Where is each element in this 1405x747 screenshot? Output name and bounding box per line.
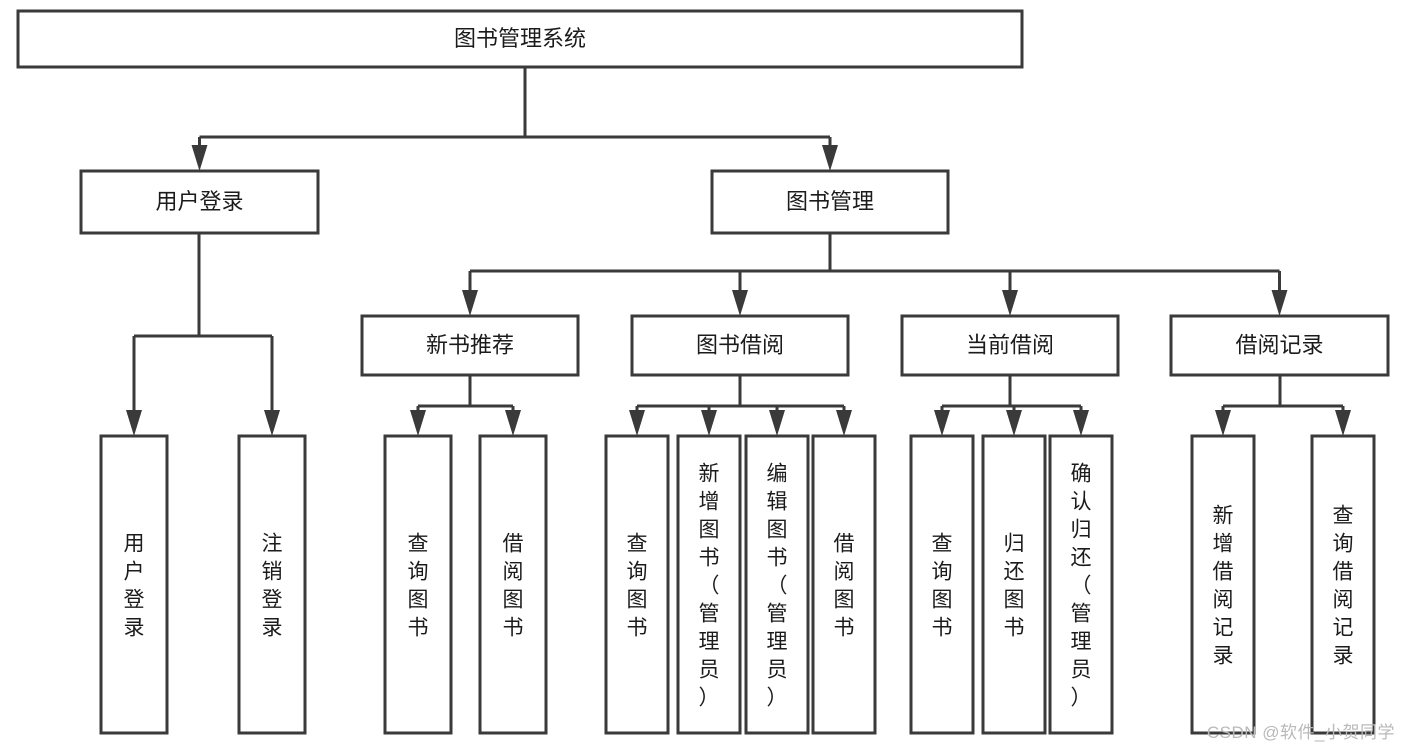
node-leaf-return-book[interactable]: 归还图书 [981,434,1047,735]
node-label-current-borrow: 当前借阅 [966,332,1054,357]
node-box-root[interactable] [16,9,1024,69]
connector-group-root [191,67,838,171]
node-box-leaf-borrow-book-1[interactable] [478,434,548,735]
node-box-borrow-record[interactable] [1169,314,1390,377]
node-leaf-borrow-book-2[interactable]: 借阅图书 [811,434,877,735]
node-leaf-add-book[interactable]: 新增图书（管理员） [676,434,742,735]
node-root[interactable]: 图书管理系统 [16,9,1024,69]
node-box-current-borrow[interactable] [900,314,1120,377]
watermark-label: CSDN @软件_小贺同学 [1206,723,1395,742]
node-box-leaf-logout[interactable] [237,434,307,735]
connector-group-user-login [126,233,280,436]
node-leaf-edit-book[interactable]: 编辑图书（管理员） [744,434,810,735]
node-leaf-query-book-2[interactable]: 查询图书 [604,434,670,735]
node-leaf-borrow-book-1[interactable]: 借阅图书 [478,434,548,735]
connector-group-new-book-rec [410,375,521,436]
connector-group-book-borrow [629,375,852,436]
node-borrow-record[interactable]: 借阅记录 [1169,314,1390,377]
node-leaf-query-book-1[interactable]: 查询图书 [383,434,453,735]
node-leaf-query-book-3[interactable]: 查询图书 [909,434,975,735]
node-label-leaf-add-book: 新增图书（管理员） [699,462,720,709]
node-label-leaf-add-record: 新增借阅记录 [1213,504,1234,667]
node-box-leaf-edit-book[interactable] [744,434,810,735]
connector-group-book-manage [462,233,1288,316]
node-leaf-query-record[interactable]: 查询借阅记录 [1310,434,1376,735]
node-label-leaf-borrow-book-2: 借阅图书 [834,532,855,639]
node-new-book-rec[interactable]: 新书推荐 [360,314,580,377]
node-label-new-book-rec: 新书推荐 [426,332,514,357]
node-box-leaf-query-book-1[interactable] [383,434,453,735]
node-box-leaf-borrow-book-2[interactable] [811,434,877,735]
node-box-leaf-confirm-return[interactable] [1048,434,1114,735]
node-label-leaf-borrow-book-1: 借阅图书 [503,532,524,639]
node-box-leaf-return-book[interactable] [981,434,1047,735]
node-label-leaf-query-record: 查询借阅记录 [1333,504,1354,667]
node-book-borrow[interactable]: 图书借阅 [630,314,850,377]
node-label-book-manage: 图书管理 [786,189,874,214]
node-label-root: 图书管理系统 [454,26,586,51]
node-label-user-login: 用户登录 [155,189,243,214]
connector-group-borrow-record [1215,375,1351,436]
node-label-leaf-logout: 注销登录 [262,532,283,639]
connector-layer [126,67,1351,436]
node-label-leaf-return-book: 归还图书 [1004,532,1025,639]
node-leaf-confirm-return[interactable]: 确认归还（管理员） [1048,434,1114,735]
node-label-leaf-edit-book: 编辑图书（管理员） [767,462,788,709]
node-box-leaf-add-record[interactable] [1190,434,1256,735]
node-leaf-logout[interactable]: 注销登录 [237,434,307,735]
node-label-book-borrow: 图书借阅 [696,332,784,357]
node-label-leaf-query-book-3: 查询图书 [932,532,953,639]
node-box-leaf-query-book-2[interactable] [604,434,670,735]
connector-group-current-borrow [934,375,1089,436]
node-box-leaf-add-book[interactable] [676,434,742,735]
node-label-leaf-user-login: 用户登录 [124,532,145,639]
node-box-leaf-user-login[interactable] [99,434,169,735]
node-user-login[interactable]: 用户登录 [79,169,320,235]
node-leaf-user-login[interactable]: 用户登录 [99,434,169,735]
node-box-new-book-rec[interactable] [360,314,580,377]
node-label-leaf-confirm-return: 确认归还（管理员） [1071,462,1092,709]
node-box-user-login[interactable] [79,169,320,235]
node-current-borrow[interactable]: 当前借阅 [900,314,1120,377]
node-box-leaf-query-record[interactable] [1310,434,1376,735]
node-label-borrow-record: 借阅记录 [1235,332,1323,357]
node-box-book-borrow[interactable] [630,314,850,377]
node-leaf-add-record[interactable]: 新增借阅记录 [1190,434,1256,735]
node-box-leaf-query-book-3[interactable] [909,434,975,735]
node-book-manage[interactable]: 图书管理 [710,169,950,235]
node-box-book-manage[interactable] [710,169,950,235]
node-label-leaf-query-book-1: 查询图书 [408,532,429,639]
node-layer: 图书管理系统用户登录图书管理新书推荐图书借阅当前借阅借阅记录用户登录注销登录查询… [16,9,1390,735]
node-label-leaf-query-book-2: 查询图书 [627,532,648,639]
